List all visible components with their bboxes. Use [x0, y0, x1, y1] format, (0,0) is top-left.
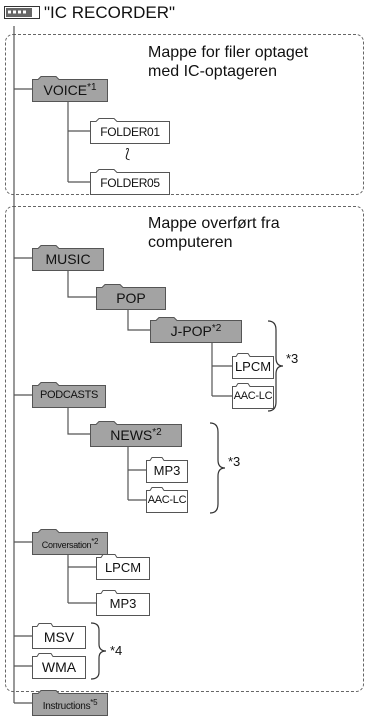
- folder-lpcm-2[interactable]: LPCM: [96, 554, 150, 580]
- folder-jpop[interactable]: J-POP*2: [150, 317, 242, 343]
- note-4: *4: [110, 643, 123, 658]
- folder-jpop-mark: *2: [211, 323, 222, 334]
- brace-msv-wma: [90, 622, 107, 680]
- folder-news-mark: *2: [152, 427, 162, 438]
- folder-mp3-1[interactable]: MP3: [146, 457, 188, 483]
- folder-lpcm-1[interactable]: LPCM: [232, 353, 274, 379]
- folder-conversation-label: Conversation: [41, 540, 92, 550]
- note-3-second: *3: [228, 454, 241, 469]
- folder-msv[interactable]: MSV: [32, 623, 86, 649]
- section-recorded-description-line2: med IC-optageren: [148, 63, 277, 80]
- brace-jpop-children: [267, 320, 284, 412]
- folder-voice[interactable]: VOICE*1: [32, 76, 108, 102]
- brace-news-children: [209, 422, 226, 514]
- folder-wma-label: WMA: [41, 659, 77, 675]
- folder-aaclc-1-label: AAC-LC: [233, 390, 273, 402]
- folder-voice-mark: *1: [87, 82, 97, 93]
- folder-music[interactable]: MUSIC: [32, 245, 104, 271]
- folder-folder01[interactable]: FOLDER01: [90, 118, 170, 144]
- folder-wma[interactable]: WMA: [32, 653, 86, 679]
- folder-range-ellipsis: ⟅: [125, 146, 131, 161]
- folder-aaclc-2[interactable]: AAC-LC: [146, 487, 188, 513]
- folder-instructions-mark: *5: [90, 698, 98, 707]
- folder-voice-label: VOICE: [43, 82, 88, 98]
- folder-jpop-label: J-POP: [170, 323, 212, 339]
- note-3-first: *3: [286, 351, 299, 366]
- folder-lpcm-1-label: LPCM: [234, 359, 272, 374]
- folder-mp3-2-label: MP3: [109, 596, 137, 611]
- folder-podcasts-label: PODCASTS: [39, 389, 99, 401]
- folder-conversation-mark: *2: [91, 537, 99, 546]
- section-recorded-description-line1: Mappe for filer optaget: [148, 44, 309, 61]
- folder-mp3-1-label: MP3: [153, 463, 181, 478]
- folder-msv-label: MSV: [43, 629, 75, 645]
- folder-music-label: MUSIC: [45, 251, 91, 267]
- folder-folder01-label: FOLDER01: [100, 125, 160, 139]
- folder-folder05-label: FOLDER05: [100, 176, 160, 190]
- folder-instructions[interactable]: Instructions*5: [32, 690, 108, 716]
- root-label: "IC RECORDER": [44, 3, 176, 22]
- folder-aaclc-1[interactable]: AAC-LC: [232, 383, 274, 409]
- folder-lpcm-2-label: LPCM: [104, 560, 142, 575]
- section-transferred-box: [5, 206, 364, 692]
- section-recorded-box: [5, 34, 364, 195]
- device-icon: [4, 6, 40, 19]
- folder-podcasts[interactable]: PODCASTS: [32, 382, 106, 408]
- section-transferred-description-line2: computeren: [148, 234, 233, 251]
- section-transferred-description-line1: Mappe overført fra: [148, 215, 280, 232]
- folder-pop-label: POP: [116, 290, 146, 306]
- folder-news[interactable]: NEWS*2: [90, 421, 182, 447]
- folder-pop[interactable]: POP: [96, 284, 166, 310]
- folder-folder05[interactable]: FOLDER05: [90, 169, 170, 195]
- folder-mp3-2[interactable]: MP3: [96, 590, 150, 616]
- folder-conversation[interactable]: Conversation*2: [32, 529, 108, 555]
- folder-news-label: NEWS: [110, 427, 153, 443]
- folder-instructions-label: Instructions: [42, 701, 91, 712]
- folder-aaclc-2-label: AAC-LC: [147, 494, 187, 506]
